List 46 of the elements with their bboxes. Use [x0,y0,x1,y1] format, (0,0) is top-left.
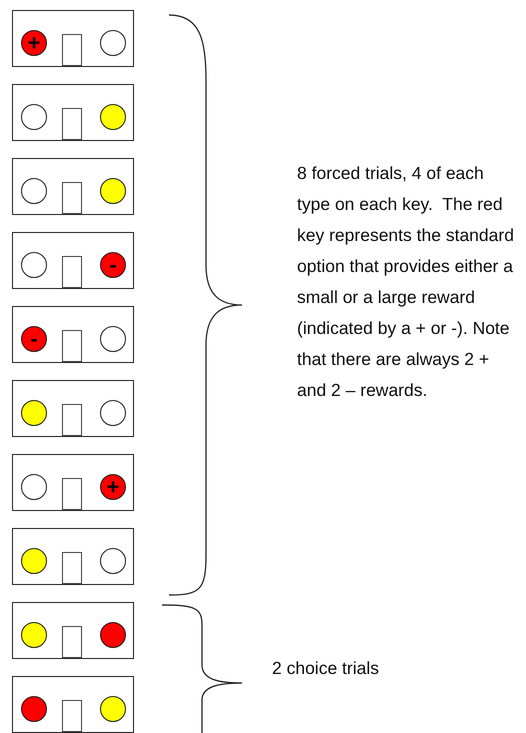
trial-panel [12,528,134,585]
key-circle [21,400,47,426]
key-circle [21,474,47,500]
note-text: 8 forced trials, 4 of each type on each key. The red key represents the standard option that provides either a small or a large reward (indicated by a + or -). Note that there are always 2 + and 2 – rewards. [297,162,515,402]
reward-sign: + [28,32,40,54]
center-rectangle [62,108,82,140]
key-circle [100,400,126,426]
reward-sign: + [106,476,120,498]
key-circle [21,252,47,278]
reward-sign: - [109,254,117,276]
center-rectangle [62,34,82,66]
center-rectangle [62,404,82,436]
center-rectangle [62,700,82,732]
trial-panel [12,306,134,363]
center-rectangle [62,626,82,658]
key-circle [21,104,47,130]
center-rectangle [62,182,82,214]
key-circle [21,622,47,648]
center-rectangle [62,552,82,584]
key-circle [100,178,126,204]
reward-sign: - [30,328,38,350]
center-rectangle [62,256,82,288]
trial-panel [12,602,134,659]
trial-panel [12,232,134,289]
trial-panel [12,10,134,67]
center-rectangle [62,478,82,510]
key-circle [100,326,126,352]
key-circle [21,326,47,352]
trial-panel [12,676,134,733]
key-circle [100,104,126,130]
key-circle [21,696,47,722]
trial-panel [12,84,134,141]
key-circle [100,696,126,722]
trial-panel [12,454,134,511]
key-circle [100,252,126,278]
key-circle [100,548,126,574]
key-circle [100,622,126,648]
center-rectangle [62,330,82,362]
key-circle [21,548,47,574]
trial-panel [12,158,134,215]
trial-panel [12,380,134,437]
key-circle [21,30,47,56]
key-circle [21,178,47,204]
note-text: 2 choice trials [272,658,380,679]
key-circle [100,30,126,56]
key-circle [100,474,126,500]
